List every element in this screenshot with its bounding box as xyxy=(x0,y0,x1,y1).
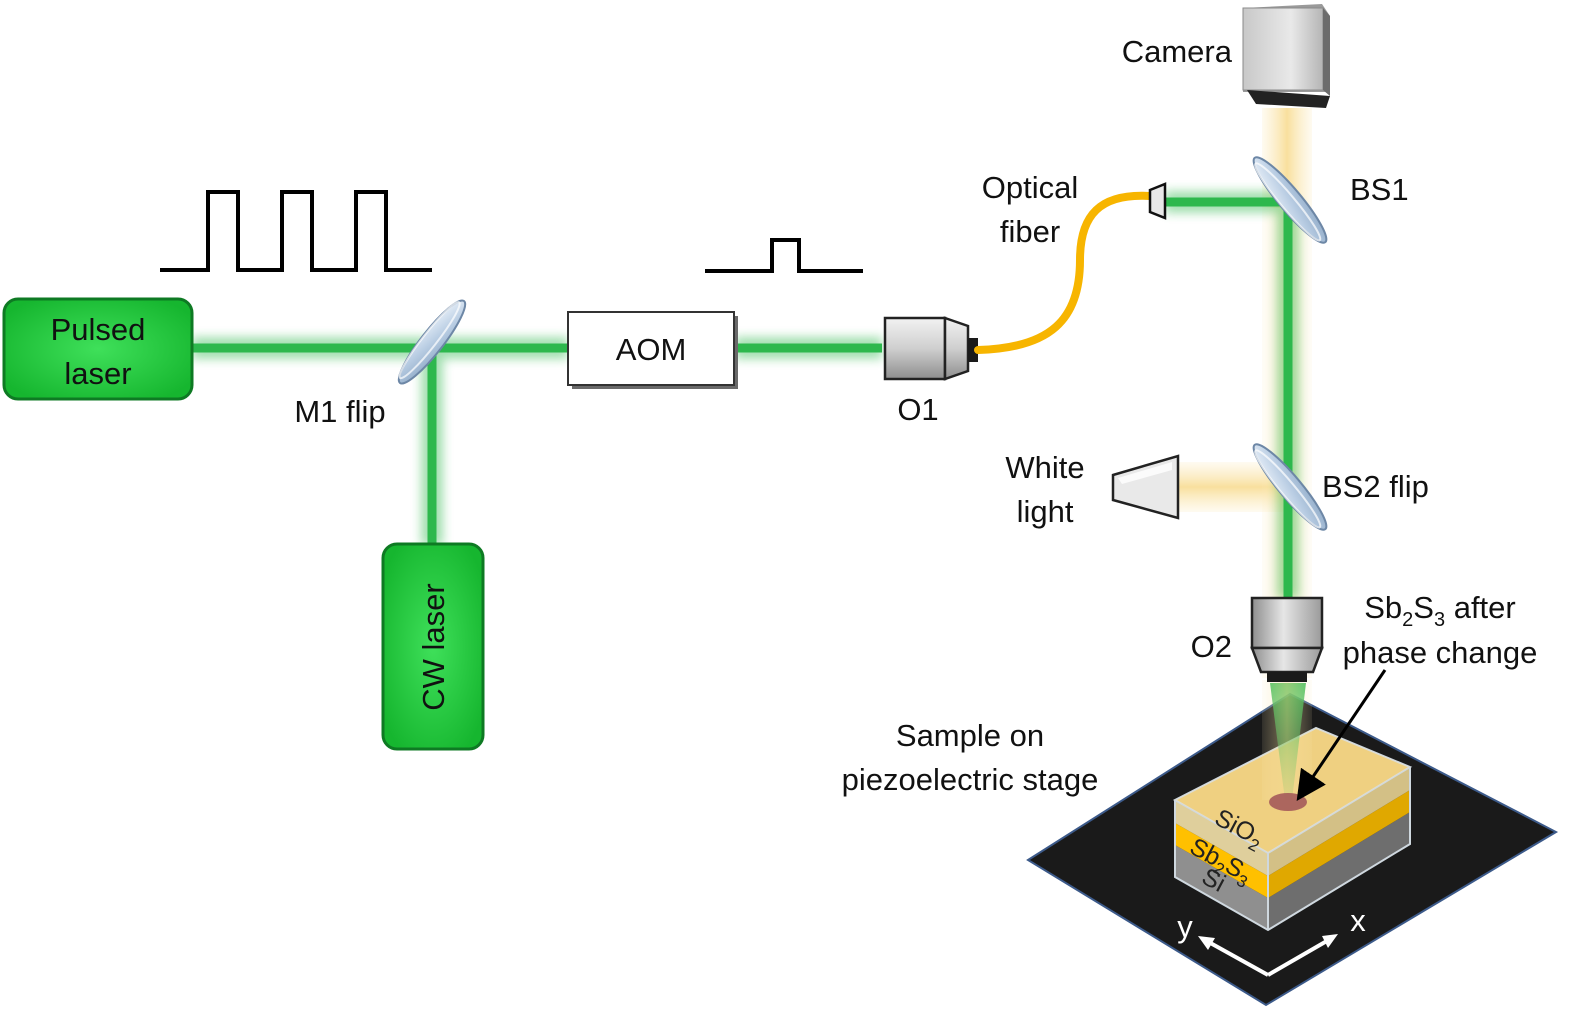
beam-splitter-bs1 xyxy=(1252,156,1328,244)
fiber-collimator xyxy=(1148,182,1167,220)
optical-fiber-label-1: Optical xyxy=(982,170,1078,205)
white-light-label-1: White xyxy=(1005,450,1084,485)
objective-o1 xyxy=(883,316,978,381)
camera-label: Camera xyxy=(1122,34,1233,69)
bs1-label: BS1 xyxy=(1350,172,1409,207)
m1-flip-label: M1 flip xyxy=(294,394,385,429)
phase-change-arrow xyxy=(1296,669,1387,801)
camera xyxy=(1242,4,1330,108)
beam-splitter-bs2-flip xyxy=(1252,443,1328,531)
white-light-label-2: light xyxy=(1017,494,1074,529)
optical-fiber xyxy=(974,191,1154,354)
phase-change-label: phase change xyxy=(1343,635,1538,670)
white-light-on-sample xyxy=(1262,680,1312,800)
sb2s3-after-label: Sb2S3 after xyxy=(1364,590,1516,631)
o1-label: O1 xyxy=(897,392,938,427)
axis-x-label: x xyxy=(1350,903,1366,938)
aom-label: AOM xyxy=(616,332,687,367)
cw-laser-label: CW laser xyxy=(416,583,451,710)
white-light-source xyxy=(1111,454,1180,520)
pulsed-laser-label-2: laser xyxy=(64,356,131,391)
aom-modulator: AOM xyxy=(567,311,738,389)
piezo-stage-label: piezoelectric stage xyxy=(842,762,1099,797)
pulsed-laser: Pulsed laser xyxy=(2,297,194,401)
single-pulse-waveform xyxy=(705,238,863,273)
sample-on-label: Sample on xyxy=(896,718,1044,753)
xy-axes xyxy=(1198,934,1338,977)
axis-y-label: y xyxy=(1177,909,1193,944)
bs2-flip-label: BS2 flip xyxy=(1322,469,1429,504)
objective-o2 xyxy=(1250,596,1324,682)
pulse-train-waveform xyxy=(160,190,432,272)
optical-fiber-label-2: fiber xyxy=(1000,214,1060,249)
o2-label: O2 xyxy=(1191,629,1232,664)
laser-beam-path xyxy=(192,191,1299,598)
pulsed-laser-label-1: Pulsed xyxy=(51,312,146,347)
cw-laser: CW laser xyxy=(381,542,485,751)
